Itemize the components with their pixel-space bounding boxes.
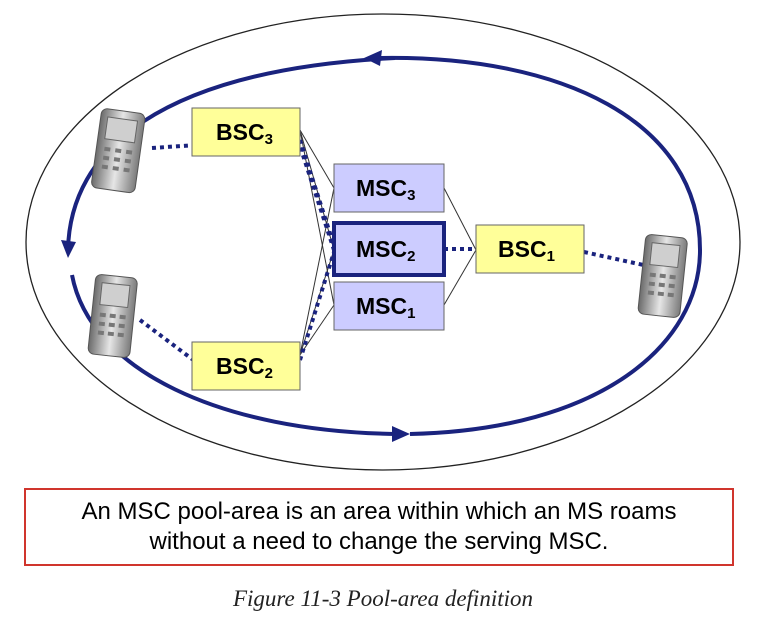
msc1-label: MSC1 <box>356 293 415 322</box>
definition-box: An MSC pool-area is an area within which… <box>24 488 734 566</box>
figure-caption: Figure 11-3 Pool-area definition <box>232 586 533 611</box>
bsc3-label: BSC3 <box>216 119 273 148</box>
bsc1-node: BSC1 <box>475 224 585 274</box>
mobile-phone-icon <box>87 274 138 358</box>
mobile-phone-icon <box>91 108 146 194</box>
msc2-node: MSC2 <box>332 221 446 277</box>
msc1-node: MSC1 <box>333 281 445 331</box>
pool-area-ellipse <box>25 13 741 471</box>
msc3-label: MSC3 <box>356 175 415 204</box>
definition-text: An MSC pool-area is an area within which… <box>81 498 677 555</box>
msc2-label: MSC2 <box>356 236 415 265</box>
mobile-phone-icon <box>637 234 688 318</box>
bsc1-label: BSC1 <box>498 236 555 265</box>
arrowhead-icon <box>61 50 410 442</box>
bsc2-label: BSC2 <box>216 353 273 382</box>
msc3-node: MSC3 <box>333 163 445 213</box>
bsc2-node: BSC2 <box>191 341 301 391</box>
bsc3-node: BSC3 <box>191 107 301 157</box>
